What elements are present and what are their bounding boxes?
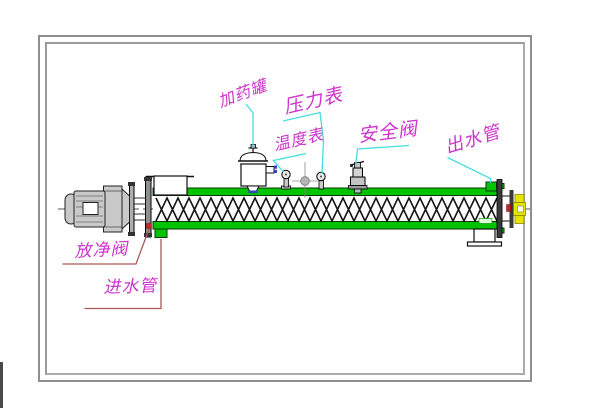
screen-edge-artifact xyxy=(0,362,3,408)
nozzle-centerline-mark xyxy=(292,162,318,198)
pressure-gauge xyxy=(316,171,326,190)
outlet-pipe-nozzle xyxy=(485,181,497,192)
right-flange xyxy=(496,179,503,238)
nozzle-tag xyxy=(478,218,493,224)
right-end-assembly xyxy=(485,179,526,238)
sheet-border-outer xyxy=(38,35,532,382)
motor-drive xyxy=(64,182,146,236)
label-drain-valve: 放净阀 xyxy=(73,239,129,262)
feed-box xyxy=(146,175,194,196)
tube-shell xyxy=(152,187,498,230)
temperature-gauge xyxy=(281,169,291,190)
tank-bottom-valve xyxy=(248,190,258,193)
label-inlet-pipe: 进水管 xyxy=(102,276,158,298)
drain-valve-point xyxy=(146,223,152,229)
inlet-pipe-nozzle xyxy=(154,228,168,238)
left-flange xyxy=(144,176,152,238)
leader-lines-cyan xyxy=(245,103,492,183)
tank-side-nozzle xyxy=(265,166,275,174)
motor-nameplate xyxy=(82,202,99,215)
dosing-tank xyxy=(238,144,277,193)
motor-fins xyxy=(76,195,103,223)
screw-auger xyxy=(155,196,498,223)
bearing-coupling xyxy=(513,194,526,224)
leader-lines-red xyxy=(62,228,162,310)
support-pedestal xyxy=(466,218,503,247)
safety-valve xyxy=(348,160,368,194)
